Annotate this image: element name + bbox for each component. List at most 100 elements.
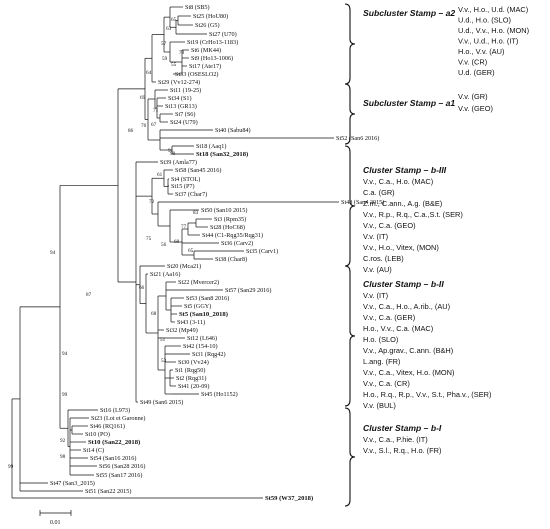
- cluster-hosts: V.v., H.o., Vitex, (MON): [363, 243, 439, 252]
- bootstrap-value: 59: [162, 56, 168, 62]
- tip-label: St12 (L646): [187, 335, 217, 342]
- cluster-hosts: V.v. (GR): [458, 92, 488, 101]
- tip-label: St23 (Lot et Garonne): [91, 415, 145, 422]
- tip-label: St41 (20-09): [178, 383, 209, 390]
- bootstrap-value: 71: [153, 108, 159, 114]
- tip-label: St20 (Mca21): [167, 263, 201, 270]
- cluster-hosts: V.v. (GEO): [458, 104, 493, 113]
- tip-label: St34 (S1): [168, 95, 192, 102]
- bootstrap-value: 66: [139, 285, 145, 291]
- tip-label: St36 (Carv2): [221, 240, 253, 247]
- bootstrap-value: 94: [50, 250, 56, 256]
- tip-label: St2 (Rqg31): [176, 375, 206, 382]
- tip-label: St4 (STOL): [171, 176, 200, 183]
- bootstrap-value: 99: [8, 464, 14, 470]
- cluster-hosts: H.o., V.v., C.a. (MAC): [363, 324, 433, 333]
- tip-label: St11 (19-25): [170, 87, 201, 94]
- tip-label: St50 (San10 2015): [201, 207, 247, 214]
- tip-label: St30 (Vv24): [178, 359, 209, 366]
- bootstrap-value: 86: [128, 128, 134, 134]
- cluster-hosts: H.o., V.v. (AU): [458, 47, 504, 56]
- tip-label: St13 (GR13): [165, 103, 197, 110]
- tip-label: St38 (Char8): [215, 256, 247, 263]
- tip-label: St57 (San29 2016): [225, 287, 271, 294]
- bootstrap-value: 55: [171, 62, 177, 68]
- bootstrap-value: 65: [188, 248, 194, 254]
- scale-bar-label: 0.01: [50, 520, 61, 526]
- cluster-hosts: V.v., C.a. (CR): [363, 379, 410, 388]
- bootstrap-value: 76: [141, 123, 147, 129]
- tip-label: St5 (GGY): [184, 303, 211, 310]
- bootstrap-value: 57: [161, 41, 167, 47]
- cluster-hosts: V.v., U.d., H.o. (IT): [458, 37, 518, 46]
- tip-label: St40 (Sabu84): [215, 127, 251, 134]
- cluster-hosts: U.d. (GER): [458, 68, 495, 77]
- bootstrap-value: 83: [193, 210, 199, 216]
- tip-label: St52 (San6 2016): [336, 135, 379, 142]
- cluster-hosts: H.o., R.q., R.p., V.v., S.t., Pha.v., (S…: [363, 390, 491, 399]
- bootstrap-value: 78: [179, 50, 185, 56]
- tip-label: St21 (Aa16): [150, 271, 180, 278]
- tip-label: St37 (Char7): [175, 191, 207, 198]
- tip-label: St53 (San8 2016): [186, 295, 229, 302]
- bootstrap-value: 99: [62, 392, 68, 398]
- cluster-title: Cluster Stamp – b-III: [363, 165, 447, 175]
- cluster-hosts: V.v., C.a. (GER): [363, 313, 415, 322]
- tip-label: St26 (G5): [195, 22, 220, 29]
- tip-label: St43 (3-11): [177, 319, 205, 326]
- bootstrap-value: 75: [146, 236, 152, 242]
- tip-label: St7 (S6): [175, 111, 195, 118]
- cluster-hosts: V.v., C.a., H.o. (MAC): [363, 177, 433, 186]
- tip-label: St58 (San45 2016): [175, 167, 221, 174]
- bootstrap-value: 69: [140, 95, 146, 101]
- bootstrap-value: 63: [166, 26, 172, 32]
- tip-label: St29 (Vv12-274): [158, 79, 200, 86]
- bootstrap-values: 6563575978556469716776919061867283776056…: [8, 17, 199, 470]
- tip-labels: St8 (SB5)St25 (HoU80)St26 (G5)St27 (U70)…: [50, 4, 384, 502]
- bootstrap-value: 60: [174, 239, 180, 245]
- bootstrap-value: 77: [181, 224, 187, 230]
- bootstrap-value: 90: [170, 151, 176, 157]
- cluster-hosts: U.d., H.o. (SLO): [458, 16, 511, 25]
- tip-label: St24 (U79): [170, 119, 198, 126]
- bootstrap-value: 87: [86, 292, 92, 298]
- cluster-hosts: C.a. (GR): [363, 188, 395, 197]
- tip-label: St18 (Aaq1): [196, 143, 226, 150]
- cluster-hosts: V.v., S.l., R.q., H.o. (FR): [363, 446, 441, 455]
- tip-label: St22 (Mvercer2): [178, 279, 219, 286]
- tip-label: St42 (154-10): [183, 343, 218, 350]
- bootstrap-value: 53: [161, 358, 167, 364]
- bootstrap-value: 65: [171, 17, 177, 23]
- tip-label: St25 (HoU80): [193, 13, 228, 20]
- tip-label: St32 (Mp49): [166, 327, 198, 334]
- cluster-title: Subcluster Stamp – a1: [363, 98, 455, 108]
- tip-label: St15 (P7): [171, 183, 195, 190]
- tip-label: St35 (Carv1): [246, 248, 278, 255]
- bootstrap-value: 56: [161, 242, 167, 248]
- tip-label: St44 (C1-Rqg35/Rqg31): [202, 232, 263, 239]
- tip-label: St33 (OSESLO2): [175, 71, 219, 78]
- tip-label: St49 (San6 2015): [140, 399, 183, 406]
- bootstrap-value: 67: [151, 122, 157, 128]
- bootstrap-value: 68: [151, 311, 157, 317]
- tip-label: St28 (HoC68): [210, 224, 245, 231]
- tip-label: St46 (RQ161): [90, 423, 125, 430]
- tip-label: St48 (San4 2015): [341, 199, 384, 206]
- cluster-hosts: V.v., C.a. (GEO): [363, 221, 416, 230]
- tip-label: St8 (SB5): [185, 4, 210, 11]
- cluster-hosts: V.v. (BUL): [363, 401, 396, 410]
- cluster-hosts: V.v. (AU): [363, 265, 392, 274]
- cluster-title: Cluster Stamp – b-II: [363, 279, 444, 289]
- bootstrap-value: 51: [160, 337, 166, 343]
- tip-label: St39 (Amla77): [160, 159, 197, 166]
- scale-bar: 0.01: [39, 510, 72, 526]
- cluster-title: Cluster Stamp – b-I: [363, 423, 442, 433]
- tip-label: St3 (Rpm35): [214, 216, 246, 223]
- tip-label: St51 (San22 2015): [85, 488, 131, 495]
- cluster-hosts: V.v. (IT): [363, 291, 388, 300]
- tree-branches: [11, 6, 339, 499]
- cluster-hosts: C.ros. (LEB): [363, 254, 404, 263]
- tip-label: St55 (San17 2016): [96, 472, 142, 479]
